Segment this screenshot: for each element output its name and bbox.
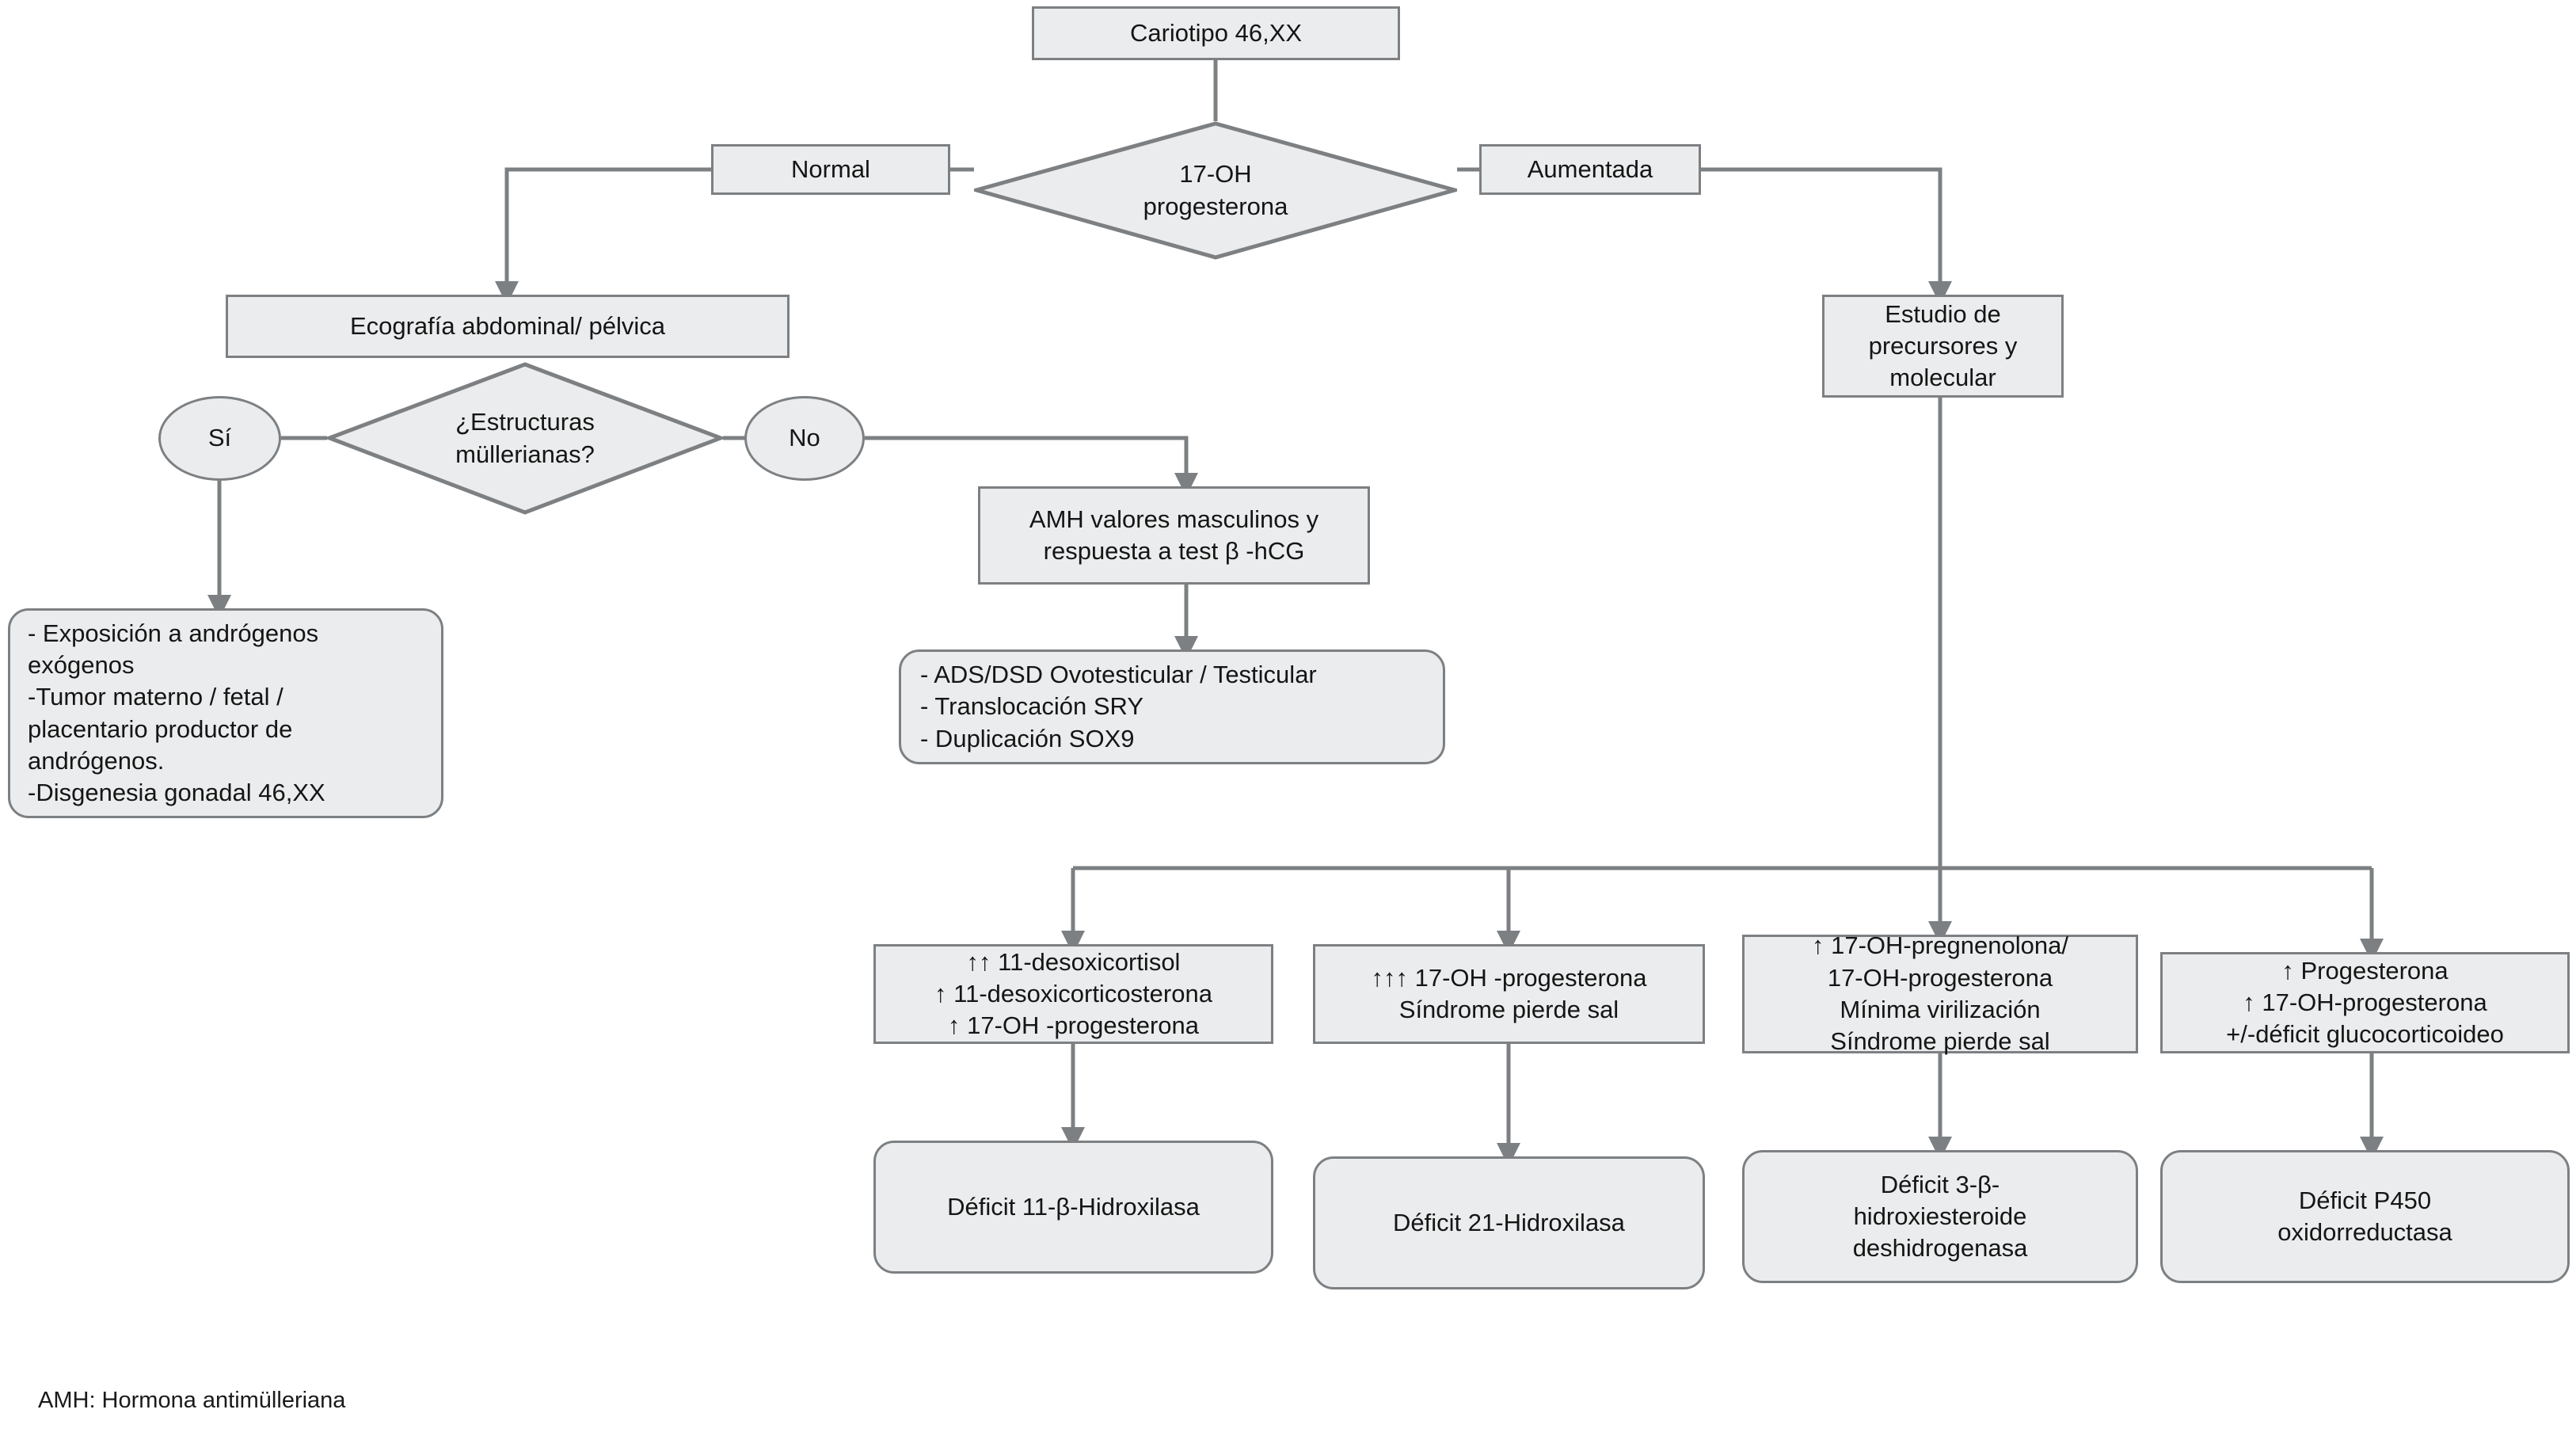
decision-17oh-progesterona[interactable]: 17-OH progesterona (974, 121, 1457, 260)
node-answer-si[interactable]: Sí (158, 396, 281, 481)
decision-estructuras-mullerianas[interactable]: ¿Estructuras müllerianas? (327, 362, 723, 515)
node-diagnosis-3b-hidroxiesteroide[interactable]: Déficit 3-β- hidroxiesteroide deshidroge… (1742, 1150, 2138, 1283)
node-hormone-profile-1[interactable]: ↑↑ 11-desoxicortisol ↑ 11-desoxicorticos… (873, 944, 1273, 1044)
node-diagnosis-p450-oxidorreductasa[interactable]: Déficit P450 oxidorreductasa (2160, 1150, 2570, 1283)
node-diagnosis-21-hidroxilasa[interactable]: Déficit 21-Hidroxilasa (1313, 1156, 1705, 1289)
node-diagnosis-11b-hidroxilasa[interactable]: Déficit 11-β-Hidroxilasa (873, 1141, 1273, 1274)
node-causas-virilizacion[interactable]: - Exposición a andrógenos exógenos -Tumo… (8, 608, 443, 818)
node-hormone-profile-3[interactable]: ↑ 17-OH-pregnenolona/ 17-OH-progesterona… (1742, 931, 2138, 1055)
decision-mullerianas-label: ¿Estructuras müllerianas? (455, 408, 595, 468)
diamond-shape (974, 121, 1457, 260)
node-normal[interactable]: Normal (711, 144, 950, 195)
node-ads-dsd-list[interactable]: - ADS/DSD Ovotesticular / Testicular - T… (899, 649, 1445, 764)
node-cariotipo[interactable]: Cariotipo 46,XX (1032, 6, 1400, 60)
node-estudio-precursores-molecular[interactable]: Estudio de precursores y molecular (1822, 295, 2064, 398)
footnote-amh: AMH: Hormona antimülleriana (38, 1388, 346, 1413)
node-aumentada[interactable]: Aumentada (1479, 144, 1701, 195)
node-answer-no[interactable]: No (744, 396, 865, 481)
node-amh-test-hcg[interactable]: AMH valores masculinos y respuesta a tes… (978, 486, 1370, 585)
diamond-shape (327, 362, 723, 515)
node-ecografia-abdominal-pelvica[interactable]: Ecografía abdominal/ pélvica (226, 295, 790, 358)
node-hormone-profile-4[interactable]: ↑ Progesterona ↑ 17-OH-progesterona +/-d… (2160, 952, 2570, 1053)
node-hormone-profile-2[interactable]: ↑↑↑ 17-OH -progesterona Síndrome pierde … (1313, 944, 1705, 1044)
decision-17oh-label: 17-OH progesterona (1143, 160, 1288, 220)
